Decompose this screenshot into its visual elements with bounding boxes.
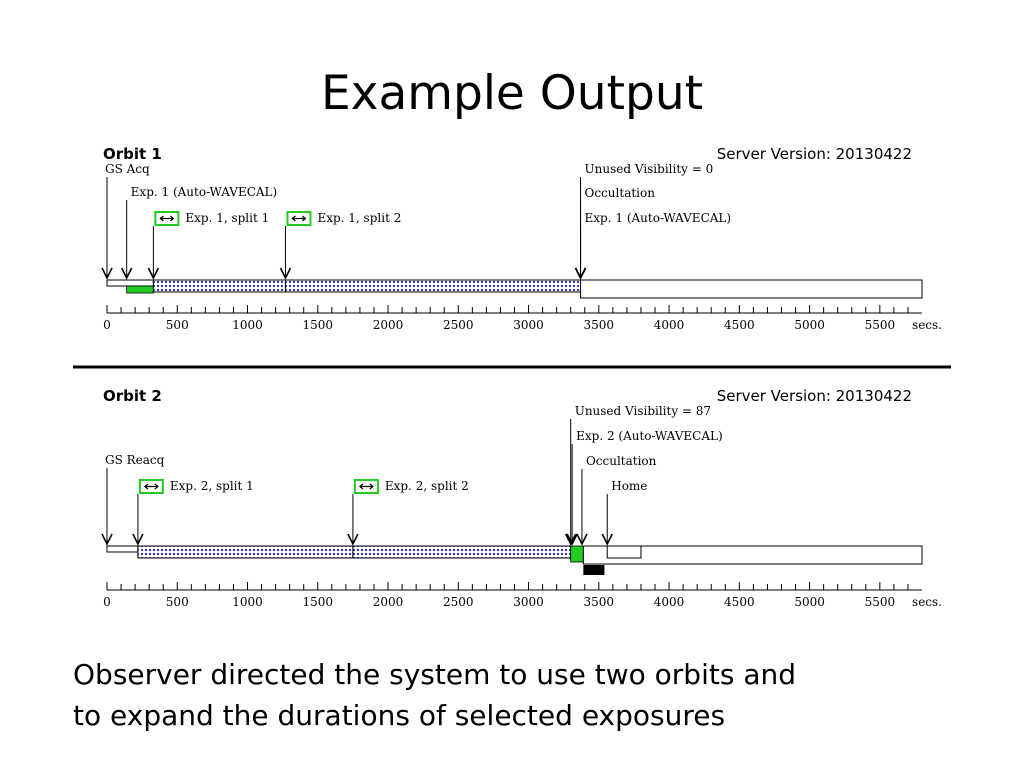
event-label: Exp. 1, split 1	[185, 211, 269, 225]
axis-tick-label: 4500	[724, 318, 755, 332]
home-segment	[606, 545, 642, 559]
arrow-down-icon	[101, 267, 113, 280]
axis-tick-label: 4000	[654, 595, 685, 609]
caption-line-1: Observer directed the system to use two …	[73, 658, 796, 691]
axis-tick-label: 3000	[513, 318, 544, 332]
arrow-down-icon	[564, 533, 577, 546]
event-label: GS Acq	[105, 162, 150, 176]
arrow-down-icon	[101, 533, 113, 546]
event-label: Exp. 1 (Auto-WAVECAL)	[131, 185, 278, 199]
arrow-down-icon	[147, 267, 160, 280]
axis-tick-label: 1500	[303, 318, 334, 332]
wavecal-segment	[126, 285, 154, 294]
orbit-title: Orbit 2	[103, 387, 162, 405]
event-label: Home	[611, 479, 647, 493]
axis-tick-label: 3000	[513, 595, 544, 609]
arrow-down-icon	[132, 533, 144, 546]
exposure-segment	[137, 545, 354, 559]
axis-tick-label: 500	[166, 318, 189, 332]
arrow-down-icon	[574, 267, 587, 280]
axis-tick-label: 4500	[724, 595, 755, 609]
double-arrow-icon	[358, 483, 374, 490]
axis-tick-label: 5500	[865, 595, 896, 609]
axis-tick-label: 1000	[232, 318, 263, 332]
axis-tick-label: 5000	[794, 595, 825, 609]
double-arrow-icon	[291, 215, 307, 222]
axis-tick-label: 2500	[443, 318, 474, 332]
axis-unit-label: secs.	[912, 318, 942, 332]
axis-unit-label: secs.	[912, 595, 942, 609]
orbit-title: Orbit 1	[103, 145, 162, 163]
occultation-segment	[582, 545, 923, 565]
axis-tick-label: 4000	[654, 318, 685, 332]
event-label: Exp. 1, split 2	[317, 211, 401, 225]
axis-tick-label: 3500	[584, 595, 615, 609]
axis-tick-label: 5000	[794, 318, 825, 332]
axis-tick-label: 1000	[232, 595, 263, 609]
slide-title: Example Output	[320, 66, 704, 121]
exposure-segment	[284, 279, 582, 293]
event-label: Unused Visibility = 87	[575, 404, 711, 418]
arrow-down-icon	[576, 533, 588, 546]
axis-tick-label: 2000	[373, 595, 404, 609]
axis-tick-label: 2500	[443, 595, 474, 609]
arrow-down-icon	[120, 267, 133, 280]
event-label: Occultation	[585, 186, 656, 200]
event-label: Exp. 2, split 2	[385, 479, 469, 493]
event-label: Unused Visibility = 0	[585, 162, 714, 176]
arrow-down-icon	[566, 533, 578, 546]
server-version: Server Version: 20130422	[717, 145, 912, 163]
axis-tick-label: 0	[103, 595, 111, 609]
slide-caption: Observer directed the system to use two …	[73, 654, 973, 736]
double-arrow-icon	[159, 215, 175, 222]
server-version: Server Version: 20130422	[717, 387, 912, 405]
slew-segment	[583, 565, 605, 575]
arrow-down-icon	[347, 533, 359, 546]
axis-tick-label: 0	[103, 318, 111, 332]
orbit-1-group: Orbit 1 Server Version: 20130422 GS AcqExp…	[101, 145, 942, 332]
event-label: Exp. 2, split 1	[170, 479, 254, 493]
occultation-segment	[580, 279, 923, 299]
axis-tick-label: 2000	[373, 318, 404, 332]
gs-segment	[106, 545, 139, 553]
arrow-down-icon	[279, 267, 292, 280]
exposure-segment	[352, 545, 572, 559]
double-arrow-icon	[143, 483, 159, 490]
axis-tick-label: 1500	[303, 595, 334, 609]
exposure-segment	[152, 279, 286, 293]
event-label: GS Reacq	[105, 453, 165, 467]
arrow-down-icon	[601, 533, 613, 546]
event-label: Exp. 2 (Auto-WAVECAL)	[576, 429, 723, 443]
caption-line-2: to expand the durations of selected expo…	[73, 699, 726, 732]
gs-segment	[106, 279, 154, 287]
axis-tick-label: 3500	[584, 318, 615, 332]
event-label: Occultation	[586, 454, 657, 468]
event-label: Exp. 1 (Auto-WAVECAL)	[585, 211, 732, 225]
axis-tick-label: 500	[166, 595, 189, 609]
axis-tick-label: 5500	[865, 318, 896, 332]
wavecal-segment	[570, 545, 584, 563]
